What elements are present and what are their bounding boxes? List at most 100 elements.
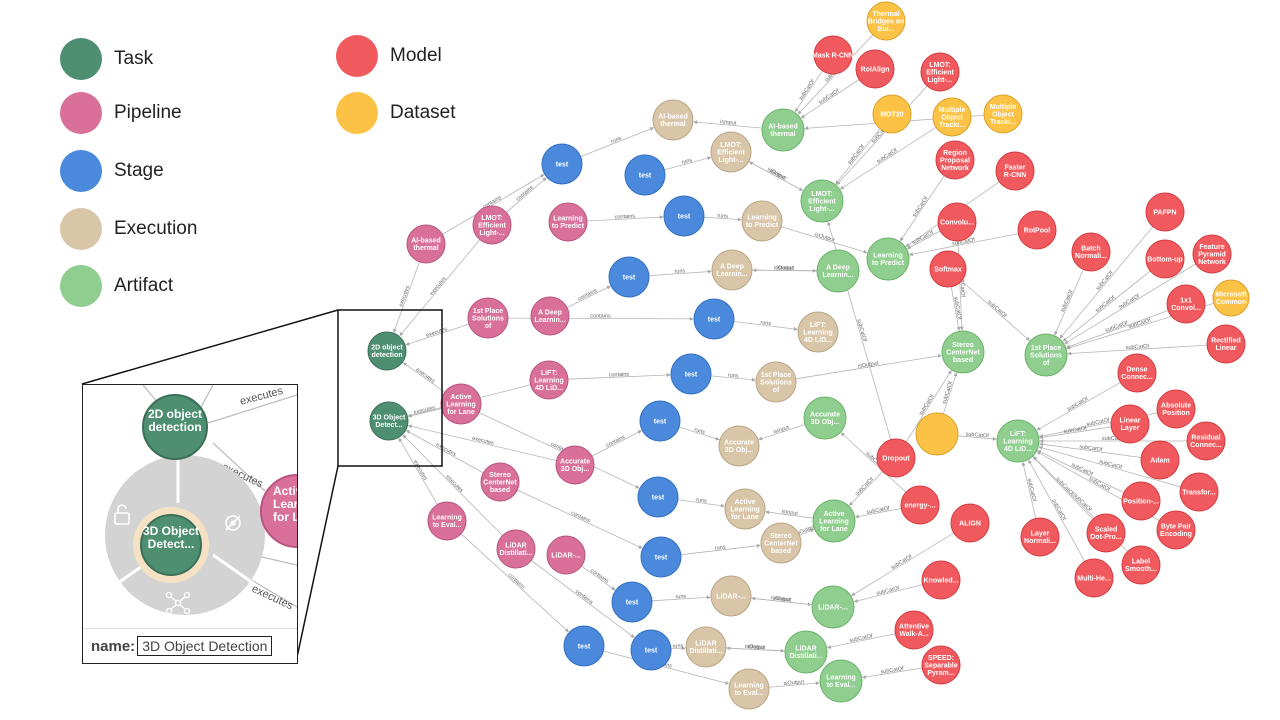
edge-isinput[interactable]: isInput bbox=[693, 119, 763, 129]
model-node-energy[interactable]: energy-... bbox=[900, 485, 940, 525]
stage-node-test[interactable]: test bbox=[663, 195, 705, 237]
edge-subcatof[interactable]: subCatOf bbox=[942, 372, 958, 415]
model-node-softmax[interactable]: Softmax bbox=[929, 250, 967, 288]
edge-contains[interactable]: contains bbox=[581, 565, 616, 591]
edge-runs[interactable]: runs bbox=[648, 268, 712, 277]
property-value[interactable]: 3D Object Detection bbox=[137, 636, 273, 656]
edge-subcatof[interactable]: subCatOf bbox=[853, 584, 923, 603]
unlock-icon[interactable] bbox=[114, 504, 130, 525]
edge-isinput[interactable]: isInput bbox=[751, 596, 813, 606]
edge-subcatof[interactable]: subCatOf bbox=[862, 666, 923, 679]
edge-runs[interactable]: runs bbox=[678, 426, 720, 441]
edge-executes[interactable]: executes bbox=[407, 405, 442, 418]
model-node-dropout[interactable]: Dropout bbox=[876, 438, 916, 478]
edge-subcatof[interactable]: subCatOf bbox=[1039, 426, 1112, 440]
model-node-align[interactable]: ALIGN bbox=[950, 503, 990, 543]
edge-runs[interactable]: runs bbox=[670, 643, 686, 651]
edge-executes[interactable]: executes bbox=[393, 261, 420, 333]
edge-subcatof[interactable]: subCatOf bbox=[1037, 450, 1125, 494]
edge-subcatof[interactable]: subCatOf bbox=[1039, 436, 1187, 443]
edge-executes[interactable]: executes bbox=[405, 323, 470, 346]
edge-runs[interactable]: runs bbox=[580, 127, 655, 158]
edge-contains[interactable]: contains bbox=[517, 489, 643, 549]
edge-contains[interactable]: contains bbox=[566, 285, 611, 308]
artifact-node-lidar[interactable]: LiDAR-... bbox=[811, 585, 855, 629]
edge-runs[interactable]: runs bbox=[733, 320, 798, 331]
edge-subcatof[interactable]: subCatOf bbox=[950, 286, 962, 332]
stage-node-test[interactable]: test bbox=[630, 629, 672, 671]
model-node-transfor[interactable]: Transfor... bbox=[1179, 472, 1219, 512]
stage-node-test[interactable]: test bbox=[624, 154, 666, 196]
dataset-node-mot20[interactable]: MOT20 bbox=[872, 94, 912, 134]
edge-contains[interactable]: contains bbox=[506, 177, 547, 213]
edge-subcatof[interactable]: subCatOf bbox=[957, 431, 997, 441]
model-node-multi-he[interactable]: Multi-He... bbox=[1074, 558, 1114, 598]
edge-subcatof[interactable]: subCatOf bbox=[1039, 442, 1142, 458]
stage-node-test[interactable]: test bbox=[670, 353, 712, 395]
edge-subcatof[interactable]: subCatOf bbox=[854, 506, 902, 519]
stage-node-test[interactable]: test bbox=[608, 256, 650, 298]
edge-runs[interactable]: runs bbox=[710, 372, 756, 382]
edge-executes[interactable]: executes bbox=[398, 437, 438, 505]
edge-contains[interactable]: contains bbox=[591, 430, 642, 457]
edge-subcatof[interactable]: subCatOf bbox=[908, 233, 1019, 257]
expand-graph-icon[interactable] bbox=[165, 591, 191, 615]
edge-subcatof[interactable]: subCatOf bbox=[906, 230, 941, 249]
edge-isoutput[interactable]: isOutput bbox=[768, 679, 820, 688]
stage-node-test[interactable]: test bbox=[541, 143, 583, 185]
execution-node-lidar[interactable]: LiDAR-... bbox=[710, 575, 752, 617]
edge-isoutput[interactable]: isOutput bbox=[781, 226, 868, 254]
hide-eye-icon[interactable] bbox=[225, 515, 241, 531]
model-node-roialign[interactable]: RoIAlign bbox=[855, 49, 895, 89]
stage-node-test[interactable]: test bbox=[639, 400, 681, 442]
model-node-roipool[interactable]: RoIPool bbox=[1017, 210, 1057, 250]
stage-node-test[interactable]: test bbox=[563, 625, 605, 667]
edge-isinput[interactable]: isInput bbox=[748, 161, 804, 192]
edge-subcatof[interactable]: subCatOf bbox=[835, 128, 881, 185]
edge-isoutput[interactable]: isOutput bbox=[725, 644, 785, 653]
model-node-pafpn[interactable]: PAFPN bbox=[1145, 192, 1185, 232]
edge-subcatof[interactable]: subCatOf bbox=[848, 471, 883, 506]
edge-contains[interactable]: contains bbox=[586, 214, 664, 222]
edge-isoutput[interactable]: isOutput bbox=[795, 354, 942, 380]
edge-isinput[interactable]: isInput bbox=[758, 424, 806, 441]
